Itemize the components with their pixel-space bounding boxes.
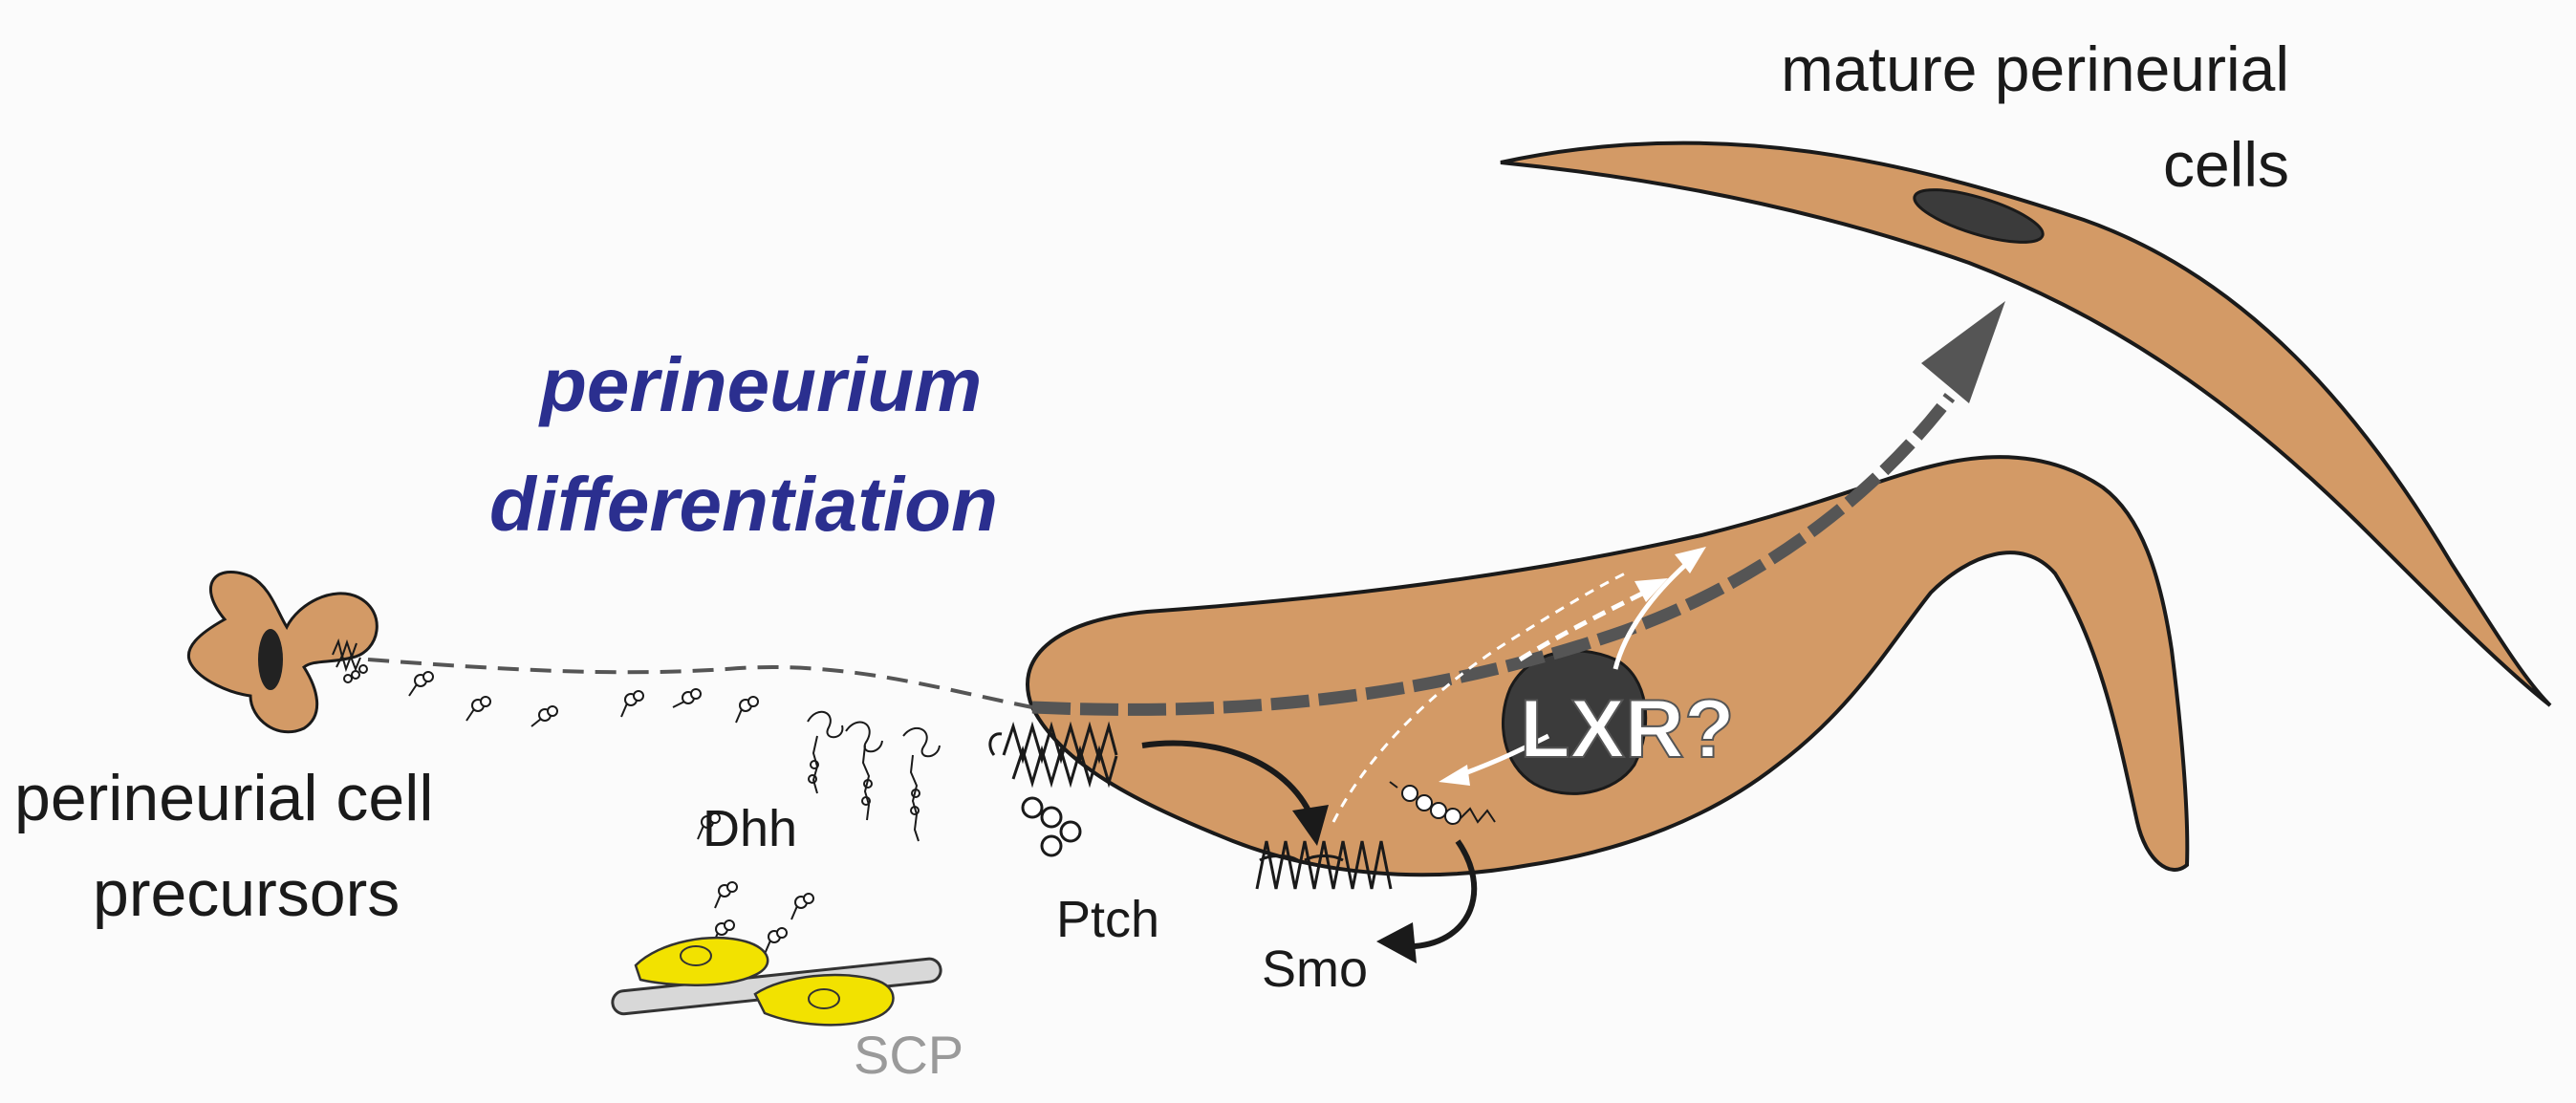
dhh-ligand xyxy=(672,688,702,708)
dhh-ligand xyxy=(620,690,644,718)
diagram-title-line2: differentiation xyxy=(489,462,998,547)
dhh-ligand xyxy=(790,893,814,920)
dhh-label: Dhh xyxy=(703,800,797,857)
scp-cells xyxy=(611,936,942,1027)
white-dashed-up xyxy=(1518,590,1646,662)
differentiation-arrowhead xyxy=(1921,301,2005,403)
precursor-nucleus xyxy=(258,629,283,690)
scp-nucleus-1 xyxy=(680,945,712,966)
molecule-to-lxr-arrow xyxy=(1461,733,1550,777)
dhh-cholesterol-tails xyxy=(807,710,941,842)
mature-cell-body xyxy=(1500,141,2552,707)
mature-perineurial-cell xyxy=(1500,141,2552,707)
lxr-up-arrow xyxy=(1613,557,1694,670)
dhh-ligand xyxy=(764,927,788,955)
mature-cell-nucleus xyxy=(1913,188,2045,244)
diagram-title-line1: perineurium xyxy=(538,342,982,427)
dhh-ligand xyxy=(714,881,738,909)
mature-cells-label-line2: cells xyxy=(2163,129,2289,200)
scp-cell-2 xyxy=(753,973,895,1027)
ptch-receptor xyxy=(988,721,1118,857)
precursor-label-line1: perineurial cell xyxy=(14,762,433,834)
mature-cells-label-line1: mature perineurial xyxy=(1781,33,2289,104)
smo-feedback-arrow xyxy=(1376,839,1478,963)
dhh-ligand xyxy=(735,696,759,724)
precursor-label-line2: precursors xyxy=(93,857,400,930)
dhh-ligand xyxy=(408,671,434,697)
lxr-white-arrows xyxy=(1439,547,1706,786)
differentiating-cell xyxy=(1026,455,2190,877)
scp-label: SCP xyxy=(854,1025,963,1085)
smo-signal-dashed xyxy=(1331,572,1626,823)
smo-receptor xyxy=(1255,840,1393,890)
ptch-label: Ptch xyxy=(1056,891,1159,948)
thin-dashed-path xyxy=(367,658,1033,709)
oxysterol-molecule xyxy=(1389,781,1496,825)
precursor-receptor-cluster xyxy=(332,638,368,683)
ptch-to-smo-arrow xyxy=(1141,740,1329,846)
scp-nucleus-2 xyxy=(808,988,840,1009)
dhh-ligand xyxy=(711,919,735,947)
dhh-ligand xyxy=(465,696,491,722)
precursor-cell-body xyxy=(187,571,379,734)
dhh-ligand xyxy=(530,705,558,727)
dhh-ligand xyxy=(697,812,721,840)
thick-dashed-path xyxy=(1031,393,1956,716)
differentiation-path xyxy=(367,301,2005,716)
lxr-label: LXR? xyxy=(1520,683,1735,775)
precursor-cell xyxy=(187,571,379,734)
smo-label: Smo xyxy=(1262,941,1368,998)
scp-cell-1 xyxy=(634,936,769,986)
dhh-ligands xyxy=(408,671,814,955)
